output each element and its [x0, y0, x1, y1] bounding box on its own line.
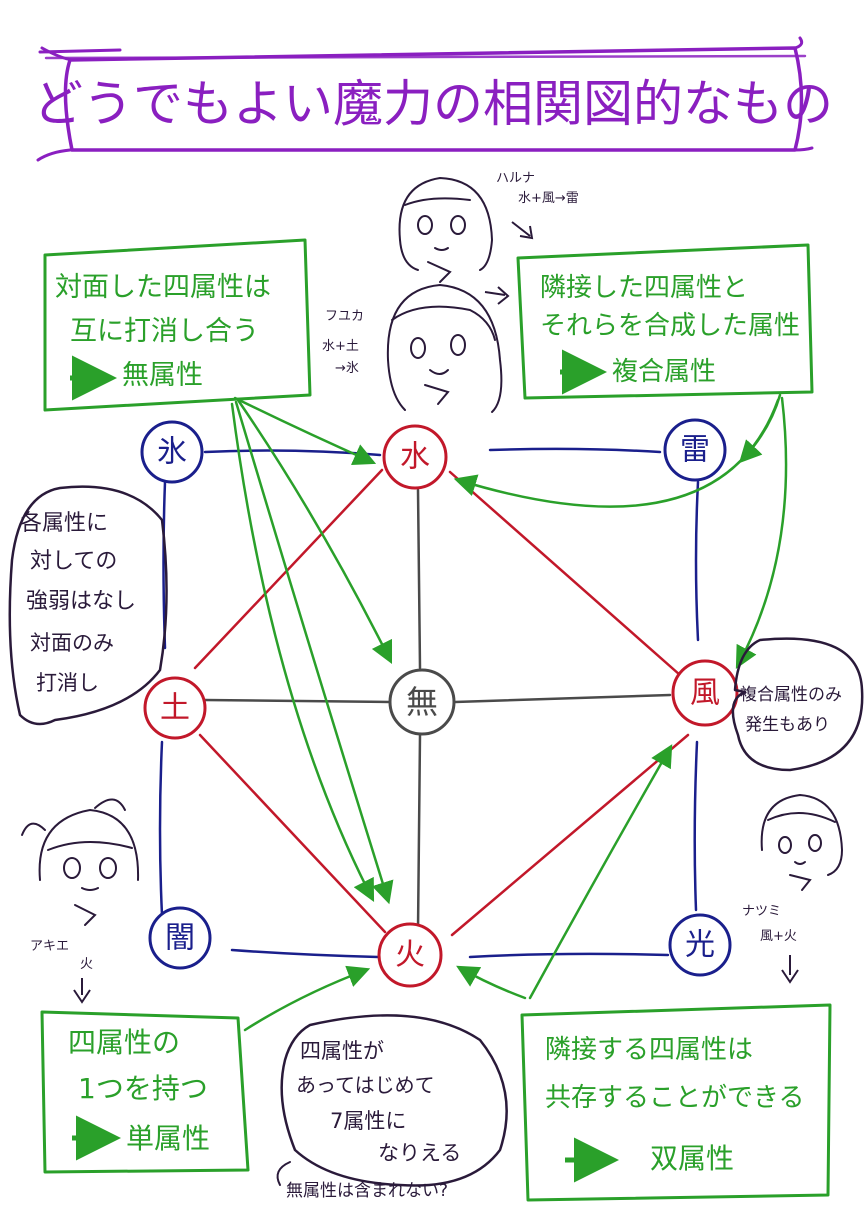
bubble-bottom-line2: あってはじめて — [296, 1073, 435, 1097]
natsumi-formula: 風+火 — [760, 929, 797, 944]
haruna-name: ハルナ — [496, 171, 535, 186]
page-title: どうでもよい魔力の相関図的なもの — [33, 75, 833, 133]
bubble-left: 各属性に 対しての 強弱はなし 対面のみ 打消し — [8, 485, 168, 726]
character-haruna-sketch — [398, 176, 494, 283]
bubble-bottom-line4: なりえる — [378, 1141, 461, 1165]
node-light[interactable]: 光 — [668, 913, 732, 977]
footnote-text: 無属性は含まれない? — [286, 1181, 448, 1201]
node-dark[interactable]: 闇 — [148, 906, 212, 970]
bubble-left-line5: 打消し — [36, 671, 99, 695]
haruna-formula: 水+風→雷 — [518, 191, 579, 206]
character-fuyuka-sketch — [386, 283, 503, 413]
box-top-left-line1: 対面した四属性は — [55, 272, 271, 303]
box-bottom-left-line2: 1つを持つ — [78, 1072, 208, 1105]
bubble-right-line1: 複合属性のみ — [740, 685, 842, 705]
box-bottom-left-line1: 四属性の — [68, 1026, 180, 1059]
node-none-label: 無 — [406, 683, 438, 721]
node-ice[interactable]: 氷 — [140, 420, 204, 484]
node-dark-label: 闇 — [165, 921, 195, 956]
fuyuka-arrow-icon — [484, 286, 510, 305]
bubble-left-line4: 対面のみ — [30, 631, 114, 655]
node-earth-label: 土 — [160, 691, 190, 726]
box-bottom-left-result: 単属性 — [126, 1122, 210, 1155]
bubble-bottom-line1: 四属性が — [300, 1039, 384, 1063]
box-top-right: 隣接した四属性と それらを合成した属性 複合属性 — [516, 243, 814, 400]
bubble-left-line3: 強弱はなし — [26, 589, 136, 614]
fuyuka-formula2: →氷 — [335, 361, 359, 376]
box-bottom-right-line1: 隣接する四属性は — [545, 1035, 753, 1065]
footnote: 無属性は含まれない? — [276, 1161, 448, 1201]
bubble-left-line1: 各属性に — [20, 511, 108, 536]
box-top-right-line1: 隣接した四属性と — [540, 273, 748, 303]
character-natsumi-sketch — [760, 793, 844, 891]
node-fire[interactable]: 火 — [377, 922, 443, 988]
box-top-right-result: 複合属性 — [612, 357, 716, 387]
node-earth[interactable]: 土 — [143, 676, 207, 740]
box-bottom-right-result: 双属性 — [650, 1142, 734, 1175]
fuyuka-name: フユカ — [325, 309, 364, 324]
natsumi-name: ナツミ — [742, 904, 781, 919]
box-top-left-result: 無属性 — [122, 360, 203, 391]
node-ice-label: 氷 — [157, 435, 187, 470]
bubble-bottom: 四属性が あってはじめて 7属性に なりえる — [280, 1014, 508, 1187]
node-wind[interactable]: 風 — [671, 659, 739, 727]
box-bottom-left: 四属性の 1つを持つ 単属性 — [40, 1010, 250, 1174]
title-frame: どうでもよい魔力の相関図的なもの — [33, 36, 833, 162]
box-top-left-line2: 互に打消し合う — [70, 316, 259, 347]
box-top-right-line2: それらを合成した属性 — [540, 311, 800, 341]
bubble-right-line2: 発生もあり — [745, 715, 830, 735]
bubble-right: 複合属性のみ 発生もあり — [731, 637, 864, 772]
outer-square-edges — [158, 447, 700, 959]
node-thunder[interactable]: 雷 — [663, 418, 727, 482]
bubble-bottom-line3: 7属性に — [330, 1109, 406, 1133]
box-top-left: 対面した四属性は 互に打消し合う 無属性 — [43, 238, 312, 412]
haruna-arrow-icon — [511, 221, 534, 240]
character-akie-sketch — [21, 798, 140, 926]
node-water-label: 水 — [400, 440, 430, 475]
box-bottom-right: 隣接する四属性は 共存することができる 双属性 — [520, 1003, 832, 1202]
akie-name: アキエ — [30, 939, 69, 954]
natsumi-arrow-icon — [781, 955, 799, 984]
akie-arrow-icon — [73, 978, 91, 1004]
node-water[interactable]: 水 — [382, 424, 448, 490]
bubble-left-line2: 対しての — [30, 549, 117, 574]
box-bottom-right-line2: 共存することができる — [545, 1083, 804, 1113]
fuyuka-formula1: 水+土 — [322, 339, 359, 354]
center-cross-edges — [203, 488, 672, 932]
node-fire-label: 火 — [395, 938, 425, 973]
green-arrows — [230, 393, 788, 1032]
node-thunder-label: 雷 — [680, 433, 710, 468]
akie-attr: 火 — [80, 957, 93, 972]
node-none[interactable]: 無 — [388, 668, 456, 736]
node-light-label: 光 — [685, 928, 715, 963]
node-wind-label: 風 — [690, 676, 720, 711]
